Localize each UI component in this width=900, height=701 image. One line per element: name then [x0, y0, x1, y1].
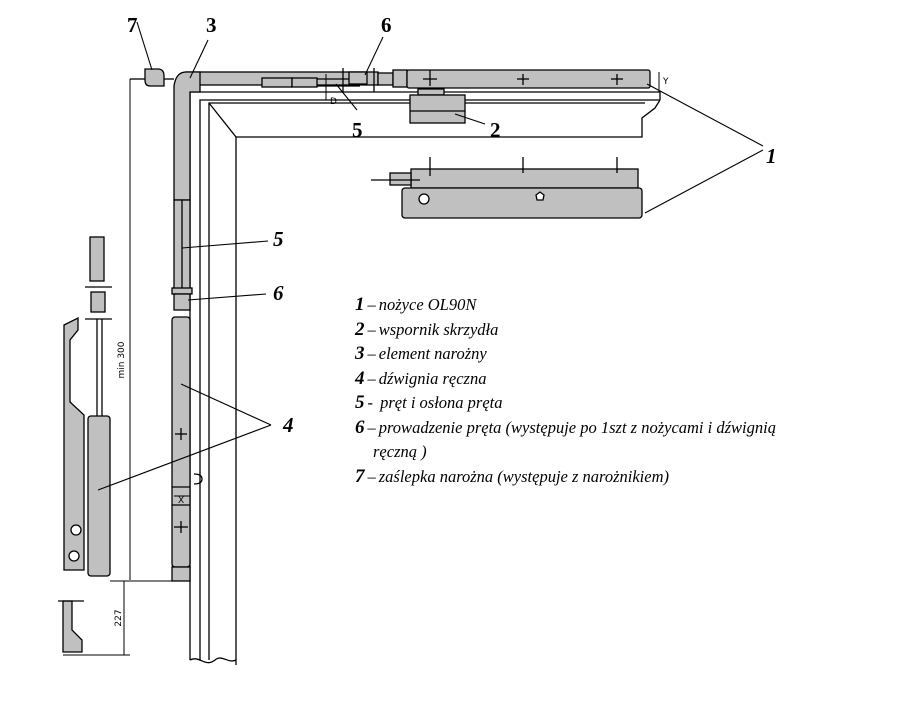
legend-item: 6–prowadzenie pręta (występuje po 1szt z… — [355, 416, 895, 441]
legend-text: nożyce OL90N — [378, 295, 477, 314]
legend-item: 1–nożyce OL90N — [355, 293, 895, 318]
legend-text: zaślepka narożna (występuje z narożnikie… — [378, 466, 669, 486]
dimension-lines — [63, 72, 660, 656]
dimension-d-top: D — [330, 97, 337, 107]
lever-bottom-profile — [58, 600, 84, 653]
legend-number: 4 — [355, 367, 365, 389]
legend-number: 1 — [355, 294, 365, 315]
legend-item-continuation: ręczną ) — [373, 442, 427, 461]
dimension-227: 227 — [114, 609, 124, 626]
dimension-y: Y — [662, 77, 669, 87]
legend-text: element narożny — [378, 344, 487, 363]
legend-dash: – — [367, 295, 376, 314]
legend-text: prowadzenie pręta (występuje po 1szt z n… — [378, 417, 776, 437]
vertical-rod — [171, 199, 193, 582]
callout-3: 3 — [206, 13, 217, 37]
legend-item: 5- pręt i osłona pręta — [355, 391, 895, 416]
legend-text: dźwignia ręczna — [378, 368, 487, 388]
legend-dash: – — [367, 368, 376, 388]
scissors-side-view — [371, 157, 643, 219]
callout-4: 4 — [283, 413, 294, 437]
callout-1: 1 — [766, 144, 777, 168]
legend-number: 7 — [355, 465, 365, 487]
callout-6-side: 6 — [273, 281, 284, 305]
legend-dash: – — [367, 466, 376, 486]
legend-item: 4–dźwignia ręczna — [355, 367, 895, 392]
corner-end-cap — [130, 68, 174, 87]
callout-2: 2 — [490, 118, 501, 142]
top-rod-housing — [185, 71, 379, 88]
legend: 1–nożyce OL90N 2–wspornik skrzydła 3–ele… — [355, 293, 895, 489]
callout-5-side: 5 — [273, 227, 284, 251]
legend-number: 3 — [355, 343, 365, 364]
legend-text: pręt i osłona pręta — [376, 393, 503, 412]
legend-dash: – — [367, 344, 376, 363]
legend-item: 7–zaślepka narożna (występuje z narożnik… — [355, 465, 895, 490]
legend-text: wspornik skrzydła — [378, 319, 499, 339]
legend-number: 5 — [355, 392, 365, 413]
legend-dash: – — [367, 417, 376, 437]
scissors-top — [406, 69, 651, 89]
callout-5-top: 5 — [352, 118, 363, 142]
leader-lines — [97, 21, 764, 491]
hand-lever-right-marks — [172, 428, 203, 533]
dimension-x: X — [178, 496, 184, 506]
legend-dash: - — [367, 393, 374, 412]
legend-item: 3–element narożny — [355, 342, 895, 367]
legend-item: 2–wspornik skrzydła — [355, 318, 895, 343]
legend-dash: – — [367, 319, 376, 339]
callout-7: 7 — [127, 13, 138, 37]
callout-6-top: 6 — [381, 13, 392, 37]
legend-number: 2 — [355, 318, 365, 340]
legend-number: 6 — [355, 416, 365, 438]
lever-exploded-left — [63, 236, 112, 577]
rod-guide-top — [342, 68, 408, 92]
dimension-min-300: min 300 — [117, 341, 127, 378]
wing-bracket — [409, 88, 466, 124]
corner-element — [173, 71, 201, 201]
